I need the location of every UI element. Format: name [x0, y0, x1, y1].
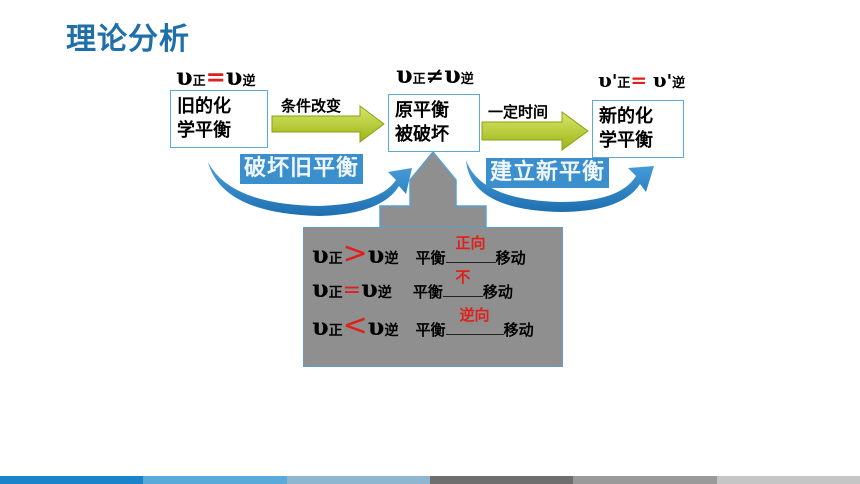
shift-conditions-panel: υ正>υ逆 平衡正向移动 υ正=υ逆 平衡不移动 υ正<υ逆 平衡逆向移动 — [303, 227, 563, 367]
footer-segment — [429, 476, 574, 484]
equation-middle: υ正≠υ逆 — [396, 60, 474, 89]
page-title: 理论分析 — [66, 22, 190, 57]
fill-answer: 正向 — [455, 234, 486, 252]
footer-segment — [573, 476, 717, 484]
footer-segment — [286, 476, 430, 484]
footer-segment — [0, 476, 144, 484]
disturbed-equilibrium-box: 原平衡 被破坏 — [388, 94, 480, 152]
equation-left: υ正=υ逆 — [176, 62, 256, 91]
up-pointer-arrow — [379, 150, 487, 229]
build-new-equilibrium-label: 建立新平衡 — [486, 158, 610, 188]
fill-answer: 不 — [455, 268, 471, 286]
condition-row-forward: υ正>υ逆 平衡正向移动 — [312, 234, 526, 271]
old-equilibrium-box: 旧的化 学平衡 — [170, 90, 268, 148]
new-equilibrium-box: 新的化 学平衡 — [592, 100, 684, 158]
footer-segment — [143, 476, 287, 484]
fill-answer: 逆向 — [459, 306, 490, 324]
footer-color-bar — [0, 476, 860, 484]
time-label: 一定时间 — [488, 103, 549, 121]
condition-change-label: 条件改变 — [281, 97, 342, 115]
equation-right: υ'正= υ'逆 — [598, 68, 686, 92]
condition-row-reverse: υ正<υ逆 平衡逆向移动 — [312, 306, 534, 343]
footer-segment — [716, 476, 860, 484]
break-old-equilibrium-label: 破坏旧平衡 — [240, 154, 364, 184]
condition-row-no-shift: υ正=υ逆 平衡不移动 — [312, 268, 513, 303]
